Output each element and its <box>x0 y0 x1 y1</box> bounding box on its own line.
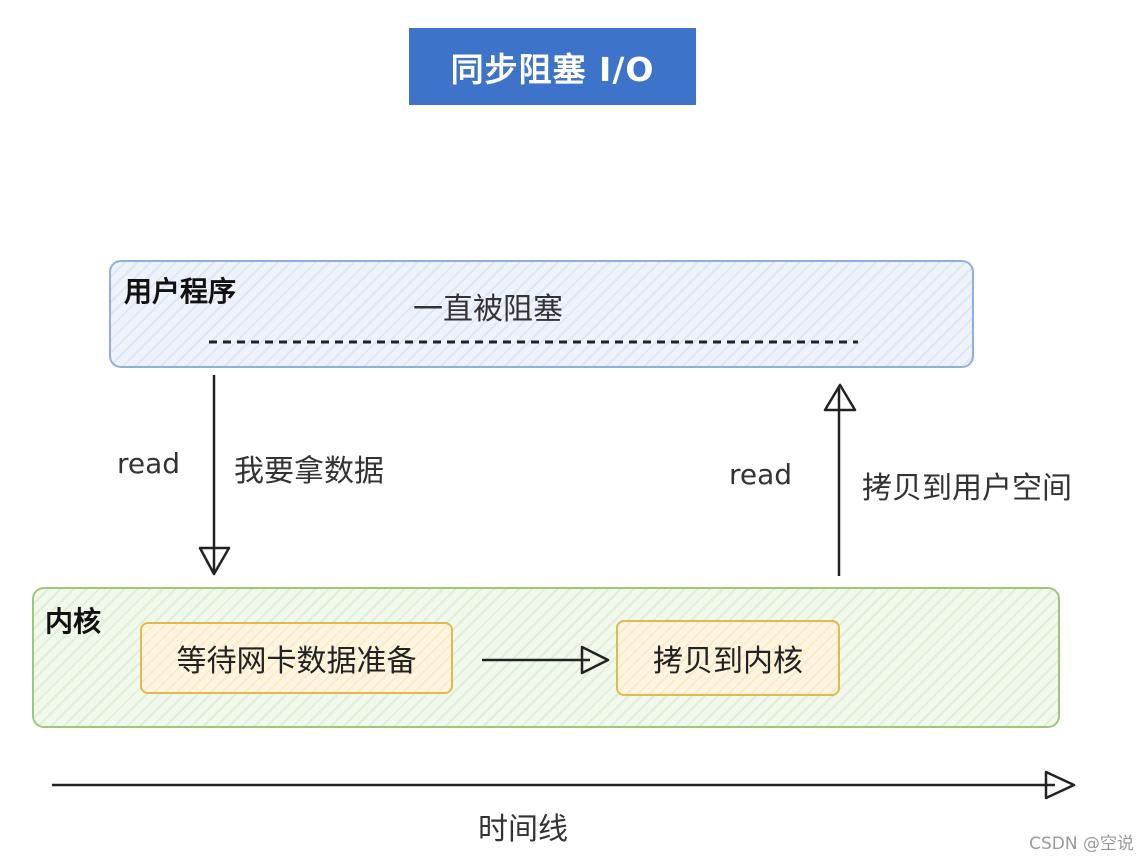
left-down-arrow <box>198 375 231 576</box>
kernel-label: 内核 <box>45 605 102 638</box>
diagram-title: 同步阻塞 I/O <box>409 28 696 105</box>
request-data-label: 我要拿数据 <box>234 454 384 489</box>
user-program-label: 用户程序 <box>124 275 237 308</box>
copy-to-kernel-text: 拷贝到内核 <box>653 644 803 679</box>
wait-nic-data-box: 等待网卡数据准备 <box>140 622 453 694</box>
wait-nic-data-text: 等待网卡数据准备 <box>176 644 417 679</box>
copy-to-kernel-box: 拷贝到内核 <box>616 620 840 696</box>
copy-to-user-label: 拷贝到用户空间 <box>862 471 1072 506</box>
blocked-status-text: 一直被阻塞 <box>413 292 563 327</box>
right-up-arrow <box>823 383 857 576</box>
timeline-arrow <box>52 770 1076 800</box>
right-read-label: read <box>729 458 793 491</box>
left-read-label: read <box>117 447 181 480</box>
watermark: CSDN @空说 <box>1029 834 1134 854</box>
step-arrow <box>482 645 610 675</box>
timeline-label: 时间线 <box>478 812 568 847</box>
user-program-box <box>109 260 974 368</box>
